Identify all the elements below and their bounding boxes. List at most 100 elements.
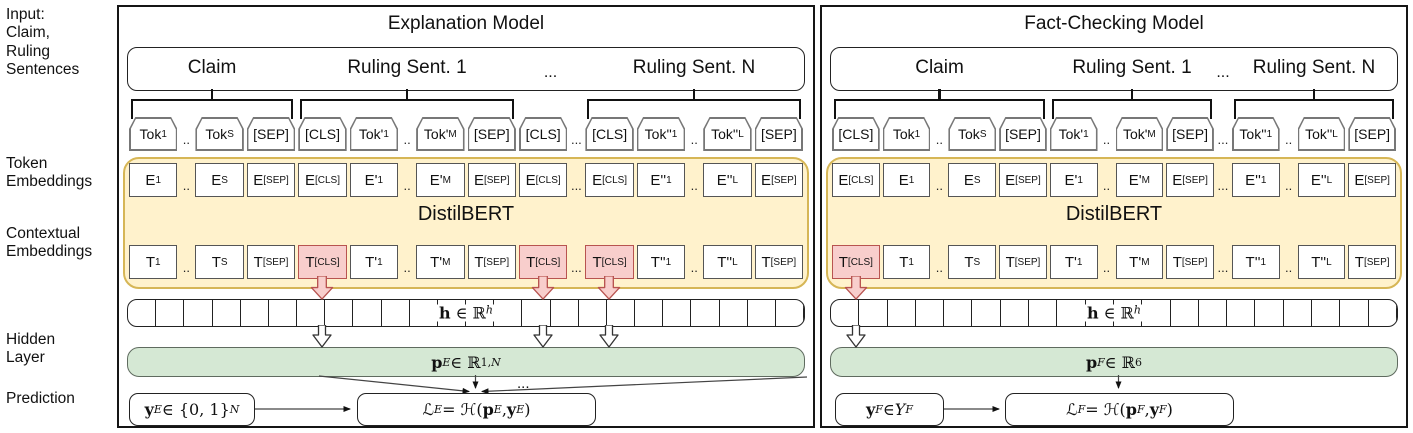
ellipsis: ..: [403, 178, 411, 193]
hidden-cell: [494, 300, 523, 326]
token-cell-label: Tok'M: [417, 118, 463, 150]
embedding-cell: E[CLS]: [585, 163, 634, 197]
hidden-cell: [663, 300, 692, 326]
output-arrows: [944, 375, 1122, 412]
embedding-cell: E'1: [1049, 163, 1098, 197]
hidden-cell: [522, 300, 551, 326]
ellipsis: ...: [1217, 260, 1229, 275]
bracket-drop: [300, 99, 303, 119]
token-cell-label: [CLS]: [833, 118, 879, 150]
hidden-to-dense-arrow: [846, 324, 866, 348]
ellipsis: ...: [1217, 132, 1229, 147]
hidden-cell: [720, 300, 748, 326]
token-cell-label: [CLS]: [299, 118, 346, 150]
ellipsis: ..: [403, 132, 411, 147]
hidden-cell: [128, 300, 157, 326]
hidden-vector-label: h ∈ ℝh: [430, 304, 502, 322]
bracket-drop: [1052, 99, 1055, 119]
hidden-cell: [156, 300, 185, 326]
embedding-cell: T[SEP]: [1348, 245, 1397, 279]
ellipsis: ...: [570, 132, 582, 147]
token-cell-label: [SEP]: [1349, 118, 1395, 150]
ellipsis: ..: [1285, 260, 1293, 275]
token-cell: [CLS]: [518, 117, 568, 151]
ellipsis: ..: [690, 178, 698, 193]
embedding-cell: E[CLS]: [832, 163, 880, 197]
hidden-cell: [776, 300, 804, 326]
token-cell: Tok'M: [416, 117, 465, 151]
hidden-cell: [353, 300, 382, 326]
token-cell-label: Tok''1: [1233, 118, 1279, 150]
hidden-cell: [831, 300, 860, 326]
panel-title: Explanation Model: [387, 13, 545, 34]
input-segment-label: Ruling Sent. 1: [1072, 57, 1192, 78]
token-cell: Tok''L: [703, 117, 752, 151]
ellipsis: ..: [690, 260, 698, 275]
input-sequence-box: [127, 47, 805, 91]
embedding-cell: T''1: [636, 245, 686, 279]
embedding-cell: E[SEP]: [467, 163, 516, 197]
cls-embedding-cell: T[CLS]: [298, 245, 347, 279]
ellipsis: ..: [1102, 260, 1111, 275]
hidden-cell: [1171, 300, 1199, 326]
ellipsis: ..: [935, 132, 944, 147]
token-cell-label: [CLS]: [586, 118, 633, 150]
input-segments-ellipsis: ...: [543, 64, 558, 81]
hidden-cell: [1312, 300, 1341, 326]
bracket-drop: [1391, 99, 1394, 119]
cls-pooling-arrow: [310, 275, 334, 300]
token-cell-label: [SEP]: [1167, 118, 1213, 150]
token-cell-label: Tok'1: [1051, 118, 1096, 150]
cls-embedding-cell: T[CLS]: [585, 245, 634, 279]
token-cell-label: [SEP]: [1000, 118, 1046, 150]
hidden-cell: [607, 300, 636, 326]
cls-embedding-cell: T[CLS]: [832, 245, 880, 279]
ellipsis: ...: [570, 178, 582, 193]
hidden-cell: [944, 300, 973, 326]
input-segment-label: Claim: [915, 57, 964, 78]
token-cell: [SEP]: [246, 117, 296, 151]
embedding-cell: T[SEP]: [1166, 245, 1214, 279]
hidden-vector-label: h ∈ ℝh: [1078, 304, 1150, 322]
token-cell-label: Tok'1: [351, 118, 397, 150]
token-cell-label: [SEP]: [248, 118, 294, 150]
embedding-cell: T'1: [1049, 245, 1098, 279]
token-cell: [CLS]: [585, 117, 634, 151]
input-segment-label: Ruling Sent. N: [632, 57, 756, 78]
bracket-drop: [131, 99, 134, 119]
bracket-drop: [1042, 99, 1045, 119]
panel-title: Fact-Checking Model: [1024, 13, 1204, 34]
hidden-cell: [1142, 300, 1171, 326]
token-cell-label: [CLS]: [520, 118, 566, 150]
embedding-cell: E[SEP]: [999, 163, 1047, 197]
bracket-drop: [290, 99, 293, 119]
token-cell: [CLS]: [298, 117, 347, 151]
token-cell-label: [SEP]: [469, 118, 515, 150]
embedding-cell: E[SEP]: [1166, 163, 1214, 197]
token-cell: Tok'1: [1049, 117, 1098, 151]
fanin-ellipsis: ...: [517, 375, 530, 392]
embedding-cell: T[SEP]: [999, 245, 1047, 279]
bracket-stub: [210, 89, 214, 101]
bracket-stub: [1130, 89, 1134, 101]
ellipsis: ..: [182, 178, 191, 193]
